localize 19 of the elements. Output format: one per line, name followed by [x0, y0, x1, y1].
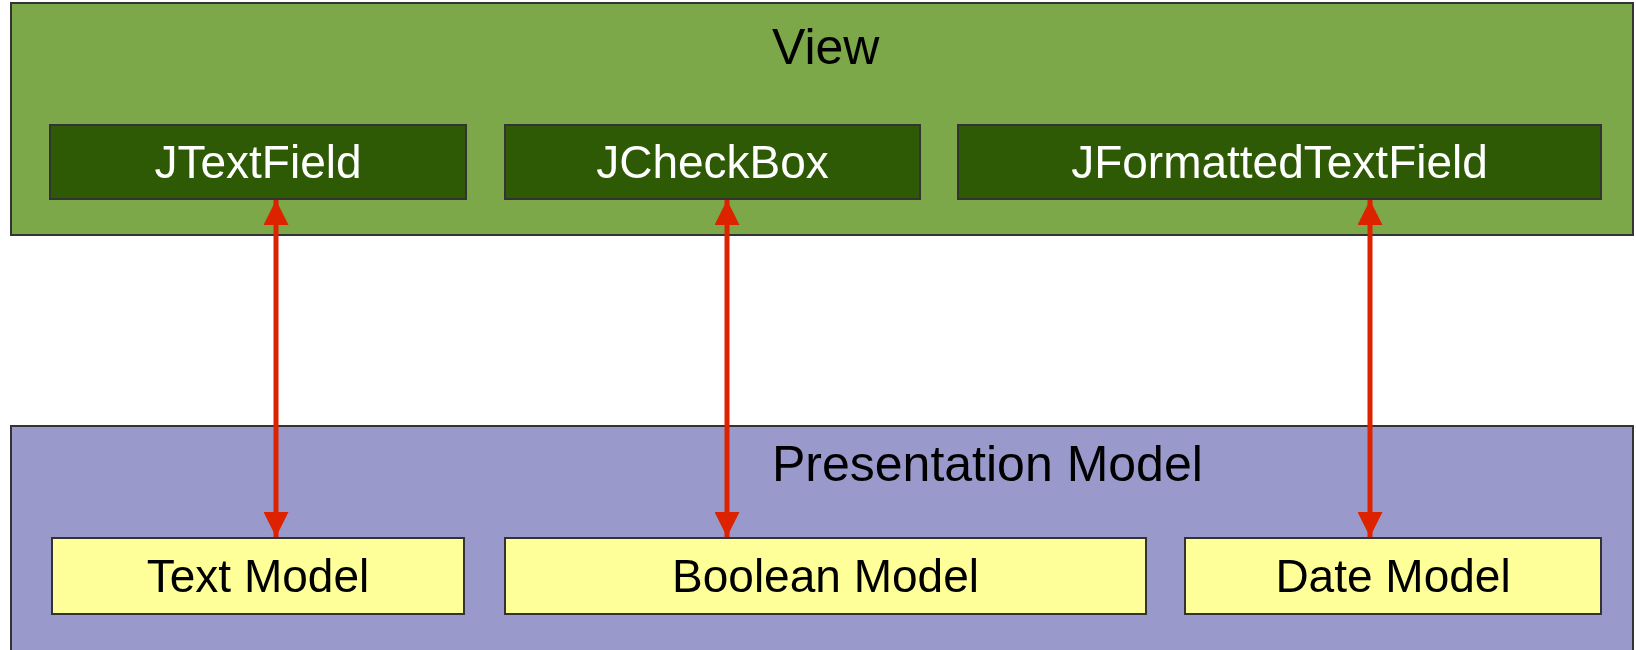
panel-title: View [772, 22, 880, 72]
component-box [957, 124, 1602, 200]
box-label: JFormattedTextField [1071, 139, 1488, 185]
double-arrow [263, 200, 289, 537]
view-panel [10, 2, 1634, 236]
component-box [504, 124, 921, 200]
box-label: Date Model [1275, 553, 1511, 599]
panel-title: Presentation Model [772, 439, 1203, 489]
model-panel [10, 425, 1634, 650]
model-box [504, 537, 1147, 615]
box-label: JTextField [154, 139, 362, 185]
model-box [1184, 537, 1602, 615]
double-arrow [714, 200, 740, 537]
model-box [51, 537, 465, 615]
component-box [49, 124, 467, 200]
box-label: JCheckBox [596, 139, 829, 185]
double-arrow [1357, 200, 1383, 537]
box-label: Boolean Model [672, 553, 979, 599]
box-label: Text Model [146, 553, 370, 599]
